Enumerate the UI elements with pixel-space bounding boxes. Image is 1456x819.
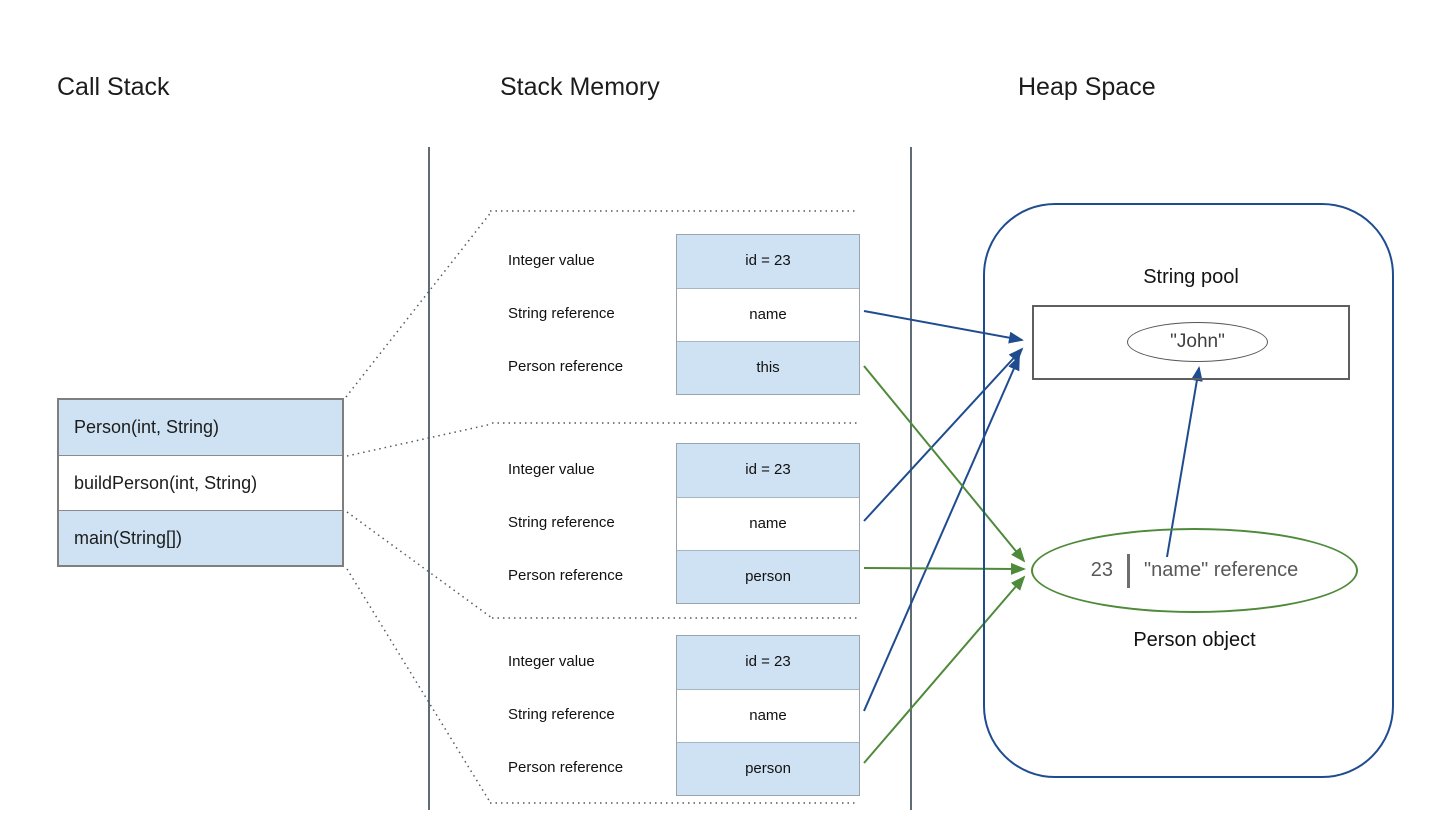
string-pool-label: String pool: [1143, 266, 1239, 288]
row-label: Integer value: [508, 252, 595, 269]
arrow-frame2-name-to-stringpool: [863, 347, 1024, 522]
stack-frame-3-labels: Integer value String reference Person re…: [508, 635, 676, 796]
memory-cell: this: [677, 341, 859, 394]
stack-frame-1: Integer value String reference Person re…: [508, 234, 860, 395]
stack-frame-3: Integer value String reference Person re…: [508, 635, 860, 796]
heap-space-boundary: [983, 203, 1394, 778]
arrow-frame3-person-to-personobject: [863, 575, 1026, 764]
arrow-frame2-person-to-personobject: [863, 562, 1026, 575]
memory-cell: person: [677, 742, 859, 795]
stack-frame-1-cells: id = 23 name this: [676, 234, 860, 395]
memory-cell: person: [677, 550, 859, 603]
stack-frame-1-labels: Integer value String reference Person re…: [508, 234, 676, 395]
connector-person-frame-top: [345, 210, 493, 398]
memory-cell: name: [677, 689, 859, 742]
call-stack-frame-person: Person(int, String): [59, 400, 342, 455]
person-object-name-reference: "name" reference: [1143, 559, 1299, 581]
memory-cell: name: [677, 288, 859, 341]
stack-frame-2: Integer value String reference Person re…: [508, 443, 860, 604]
stack-frame-2-cells: id = 23 name person: [676, 443, 860, 604]
row-label: Person reference: [508, 567, 624, 584]
row-label: Person reference: [508, 358, 624, 375]
row-label: String reference: [508, 706, 615, 723]
person-object-id-value: 23: [1090, 559, 1113, 581]
stack-memory-title: Stack Memory: [500, 73, 660, 101]
connector-main-frame-bottom: [346, 568, 491, 803]
arrow-personobject-to-john: [1166, 366, 1203, 558]
arrow-frame1-this-to-personobject: [863, 365, 1026, 563]
row-label: Integer value: [508, 653, 595, 670]
person-object-label: Person object: [1133, 629, 1256, 651]
heap-space-title: Heap Space: [1018, 73, 1156, 101]
connector-buildperson-frame-bottom: [346, 511, 493, 619]
stack-frame-3-cells: id = 23 name person: [676, 635, 860, 796]
memory-cell: name: [677, 497, 859, 550]
person-object-ellipse: 23 "name" reference: [1031, 528, 1358, 613]
string-object-john: "John": [1127, 322, 1268, 362]
memory-cell: id = 23: [677, 444, 859, 497]
arrow-frame1-name-to-stringpool: [863, 310, 1024, 344]
row-label: Integer value: [508, 461, 595, 478]
row-label: String reference: [508, 305, 615, 322]
row-label: Person reference: [508, 759, 624, 776]
memory-cell: id = 23: [677, 235, 859, 288]
call-stack-frame-buildperson: buildPerson(int, String): [59, 455, 342, 510]
memory-cell: id = 23: [677, 636, 859, 689]
stack-frame-2-labels: Integer value String reference Person re…: [508, 443, 676, 604]
call-stack-frame-main: main(String[]): [59, 510, 342, 565]
connector-person-frame-bottom: [346, 423, 493, 457]
call-stack-title: Call Stack: [57, 73, 170, 101]
value-divider: [1126, 553, 1130, 588]
call-stack-box: Person(int, String) buildPerson(int, Str…: [57, 398, 344, 567]
arrow-frame3-name-to-stringpool: [863, 355, 1020, 712]
row-label: String reference: [508, 514, 615, 531]
